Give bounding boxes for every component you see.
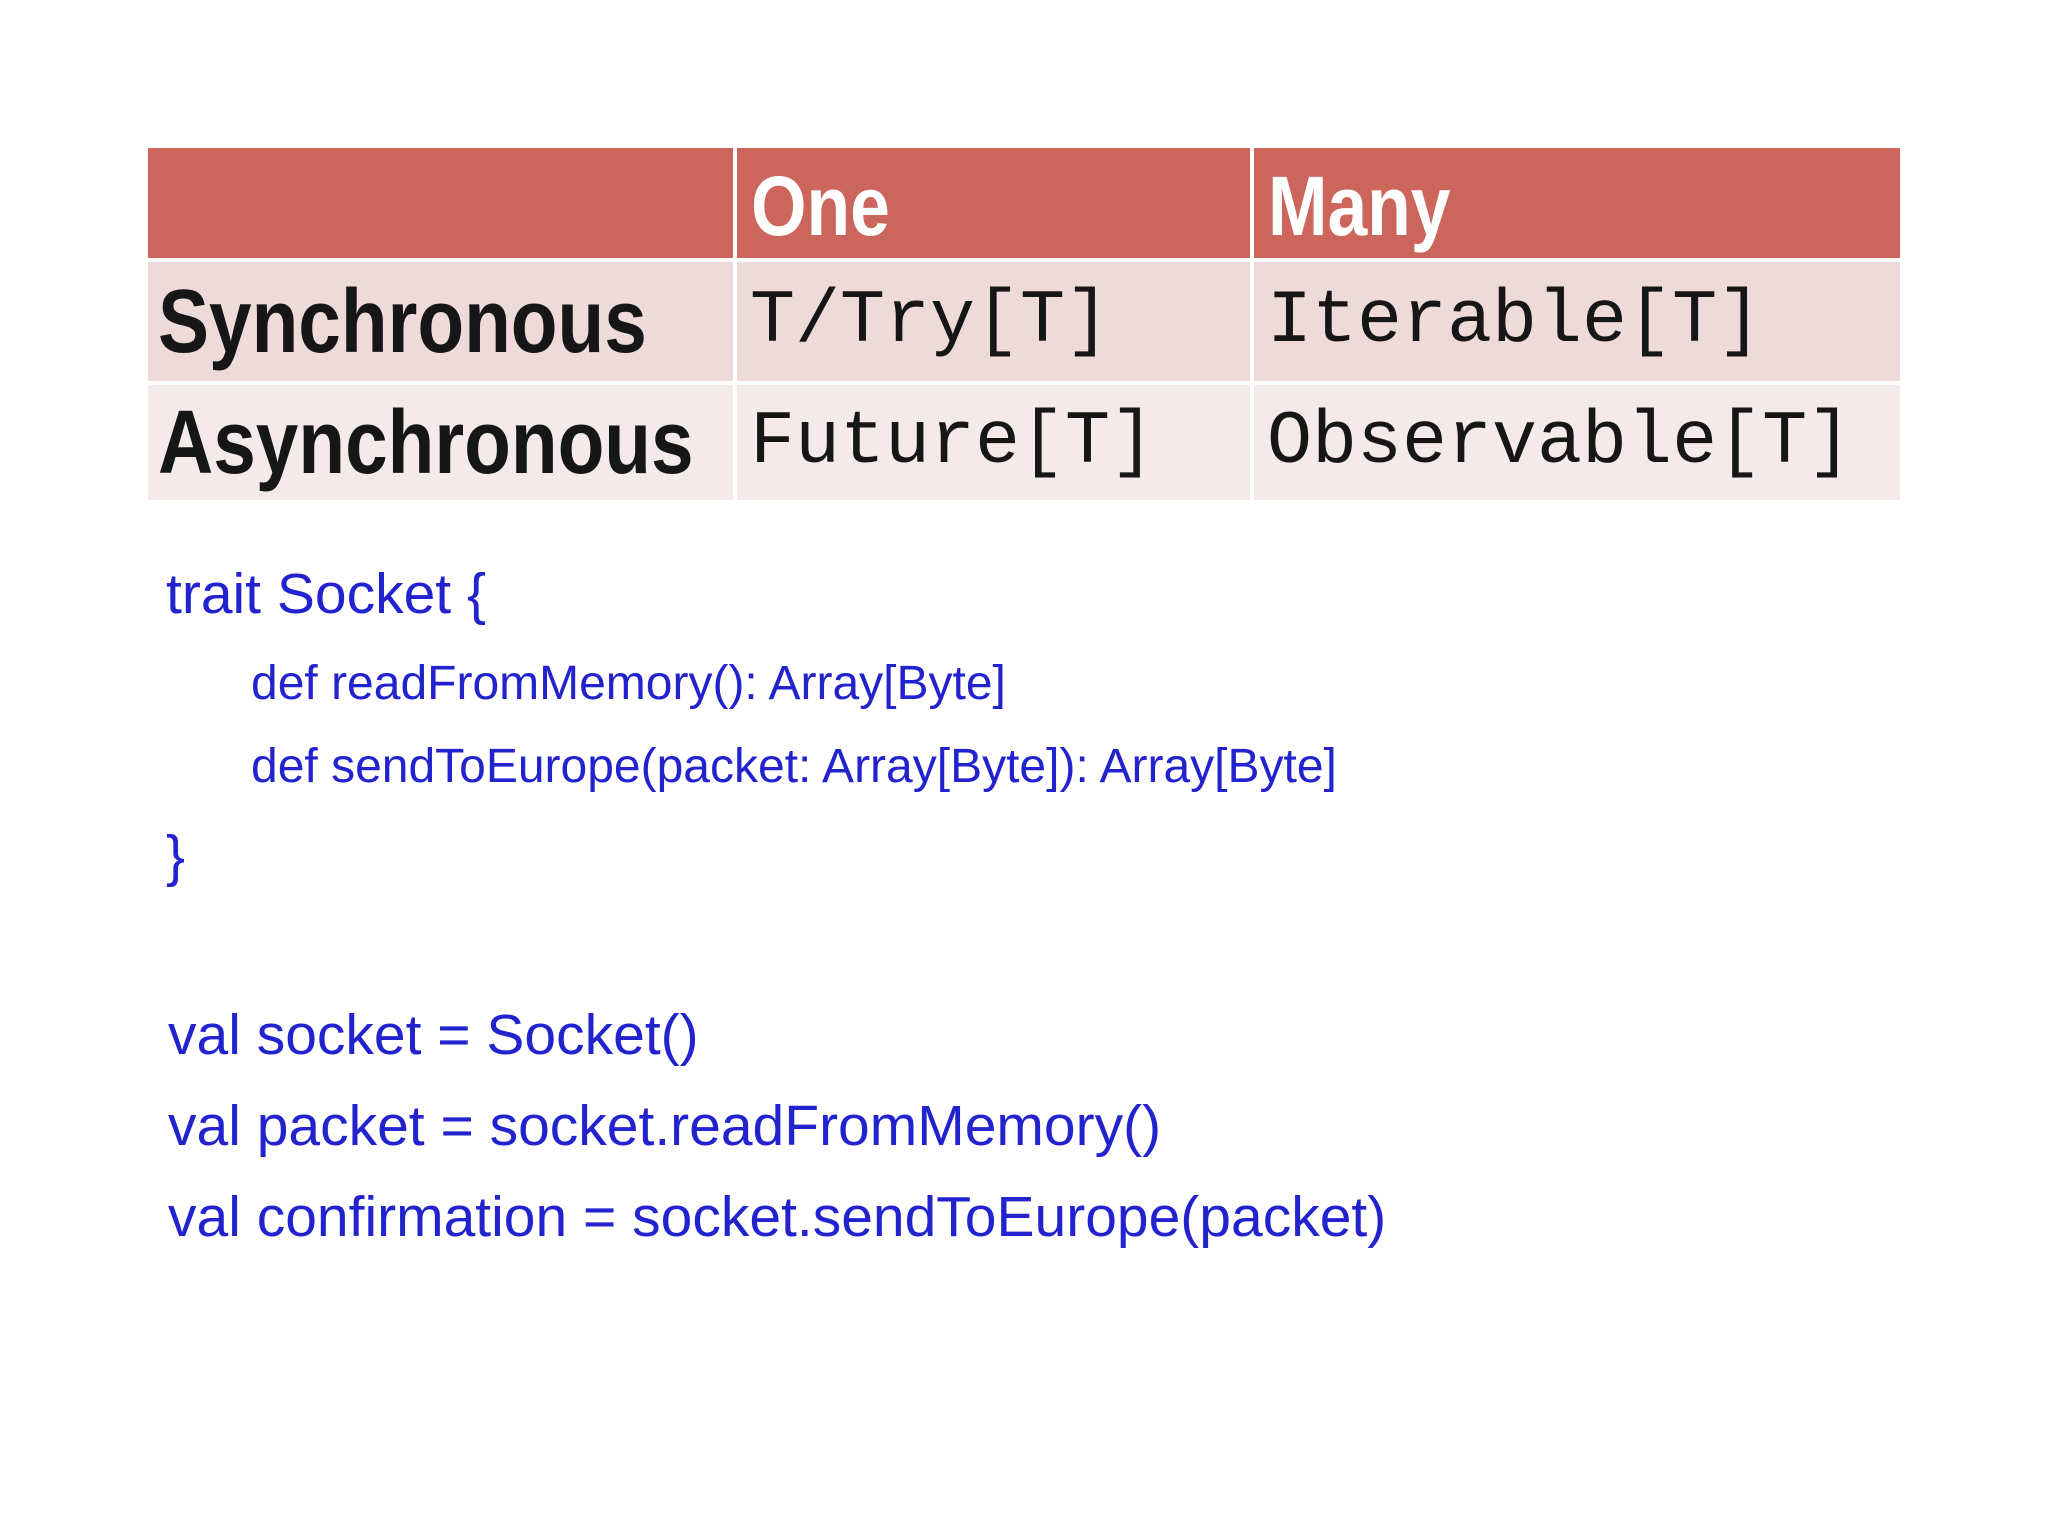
one-many-sync-table: One Many Synchronous T/Try[T] Iterable[T… bbox=[148, 148, 1900, 500]
code-line-close-brace: } bbox=[166, 824, 186, 888]
code-line-def-readfrommemory: def readFromMemory(): Array[Byte] bbox=[251, 657, 1006, 710]
code-line-def-sendtoeurope: def sendToEurope(packet: Array[Byte]): A… bbox=[251, 740, 1337, 793]
cell-synchronous-one: T/Try[T] bbox=[737, 262, 1250, 381]
row-label-asynchronous: Asynchronous bbox=[148, 385, 733, 500]
code-line-val-packet: val packet = socket.readFromMemory() bbox=[168, 1094, 1162, 1158]
code-line-val-confirmation: val confirmation = socket.sendToEurope(p… bbox=[168, 1185, 1387, 1249]
cell-synchronous-one-text: T/Try[T] bbox=[750, 279, 1111, 364]
cell-synchronous-many-text: Iterable[T] bbox=[1267, 279, 1763, 364]
row-label-synchronous-text: Synchronous bbox=[158, 271, 647, 372]
cell-asynchronous-one: Future[T] bbox=[737, 385, 1250, 500]
cell-asynchronous-many: Observable[T] bbox=[1254, 385, 1900, 500]
code-line-trait-socket: trait Socket { bbox=[166, 562, 486, 626]
code-line-val-socket: val socket = Socket() bbox=[168, 1003, 699, 1067]
cell-asynchronous-many-text: Observable[T] bbox=[1267, 400, 1853, 485]
cell-synchronous-many: Iterable[T] bbox=[1254, 262, 1900, 381]
table-header-many: Many bbox=[1254, 148, 1900, 258]
table-header-one: One bbox=[737, 148, 1250, 258]
table-header-empty bbox=[148, 148, 733, 258]
row-label-asynchronous-text: Asynchronous bbox=[158, 392, 694, 493]
table-header-many-label: Many bbox=[1268, 159, 1451, 253]
table-header-one-label: One bbox=[751, 159, 890, 253]
row-label-synchronous: Synchronous bbox=[148, 262, 733, 381]
cell-asynchronous-one-text: Future[T] bbox=[750, 400, 1156, 485]
